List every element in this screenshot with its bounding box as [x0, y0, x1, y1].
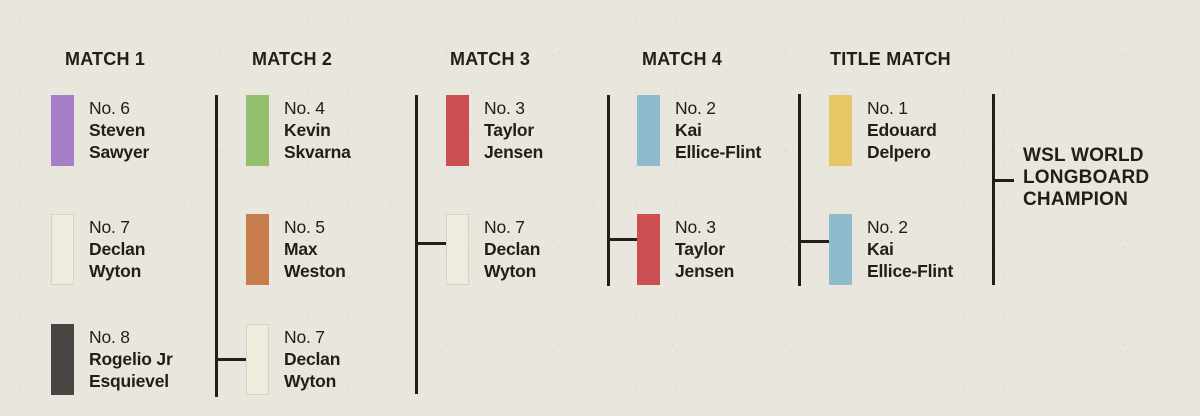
title-match-title: TITLE MATCH [830, 49, 951, 69]
player-name-line: Weston [284, 261, 346, 281]
player-name-line: Sawyer [89, 142, 150, 162]
match-3-winner-connector [608, 238, 637, 241]
champion-connector [994, 179, 1014, 182]
player-name-line: Delpero [867, 142, 931, 162]
player-entry: No. 6 Steven Sawyer [51, 95, 149, 166]
player-seed: No. 8 [89, 327, 130, 347]
player-name-line: Esquievel [89, 371, 169, 391]
player-name-line: Taylor [675, 239, 726, 259]
player-seed: No. 5 [284, 217, 325, 237]
seed-color-swatch [829, 214, 852, 285]
seed-color-swatch [637, 214, 660, 285]
champion-label-line: CHAMPION [1023, 189, 1129, 210]
match-3-title: MATCH 3 [450, 49, 531, 69]
player-name-line: Ellice-Flint [867, 261, 954, 281]
seed-color-swatch [446, 95, 469, 166]
player-entry: No. 7 Declan Wyton [51, 214, 145, 285]
seed-color-swatch [51, 95, 74, 166]
seed-color-swatch [446, 214, 469, 285]
seed-color-swatch [829, 95, 852, 166]
match-1-winner-connector [216, 358, 246, 361]
match-1-title: MATCH 1 [65, 49, 146, 69]
player-seed: No. 7 [484, 217, 525, 237]
player-entry: No. 3 Taylor Jensen [637, 214, 734, 285]
player-name-line: Wyton [89, 261, 142, 281]
player-seed: No. 2 [867, 217, 908, 237]
player-seed: No. 1 [867, 98, 908, 118]
player-entry: No. 1 Edouard Delpero [829, 95, 937, 166]
player-name-line: Declan [284, 349, 341, 369]
seed-color-swatch [637, 95, 660, 166]
seed-color-swatch [51, 214, 74, 285]
player-name-line: Skvarna [284, 142, 351, 162]
seed-color-swatch [246, 95, 269, 166]
player-name-line: Declan [89, 239, 146, 259]
match-4-bracket-line [607, 95, 610, 286]
champion-bracket-line [992, 94, 995, 285]
player-name-line: Wyton [484, 261, 537, 281]
player-seed: No. 3 [484, 98, 525, 118]
player-entry: No. 4 Kevin Skvarna [246, 95, 351, 166]
player-name-line: Edouard [867, 120, 937, 140]
player-seed: No. 3 [675, 217, 716, 237]
player-entry: No. 7 Declan Wyton [446, 214, 540, 285]
player-entry: No. 5 Max Weston [246, 214, 346, 285]
match-2-winner-connector [416, 242, 446, 245]
player-name-line: Kevin [284, 120, 331, 140]
seed-color-swatch [246, 214, 269, 285]
player-seed: No. 7 [89, 217, 130, 237]
player-seed: No. 4 [284, 98, 325, 118]
player-name-line: Kai [867, 239, 894, 259]
player-entry: No. 2 Kai Ellice-Flint [637, 95, 761, 166]
match-2-bracket-line [215, 95, 218, 397]
match-2-title: MATCH 2 [252, 49, 333, 69]
player-name-line: Ellice-Flint [675, 142, 762, 162]
title-match-bracket-line [798, 94, 801, 286]
seed-color-swatch [51, 324, 74, 395]
player-seed: No. 2 [675, 98, 716, 118]
player-name-line: Taylor [484, 120, 535, 140]
player-entry: No. 8 Rogelio Jr Esquievel [51, 324, 173, 395]
player-name-line: Wyton [284, 371, 337, 391]
seed-color-swatch [246, 324, 269, 395]
match-4-winner-connector [799, 240, 829, 243]
player-name-line: Kai [675, 120, 702, 140]
player-name-line: Jensen [675, 261, 735, 281]
player-name-line: Rogelio Jr [89, 349, 173, 369]
player-name-line: Jensen [484, 142, 544, 162]
champion-label-line: LONGBOARD [1023, 167, 1150, 188]
player-name-line: Max [284, 239, 318, 259]
player-name-line: Steven [89, 120, 146, 140]
player-entry: No. 7 Declan Wyton [246, 324, 340, 395]
match-4-title: MATCH 4 [642, 49, 723, 69]
champion-label-line: WSL WORLD [1023, 145, 1144, 166]
champion-label: WSL WORLD LONGBOARD CHAMPION [1023, 145, 1149, 211]
player-entry: No. 3 Taylor Jensen [446, 95, 543, 166]
player-name-line: Declan [484, 239, 541, 259]
player-seed: No. 6 [89, 98, 130, 118]
player-entry: No. 2 Kai Ellice-Flint [829, 214, 953, 285]
player-seed: No. 7 [284, 327, 325, 347]
